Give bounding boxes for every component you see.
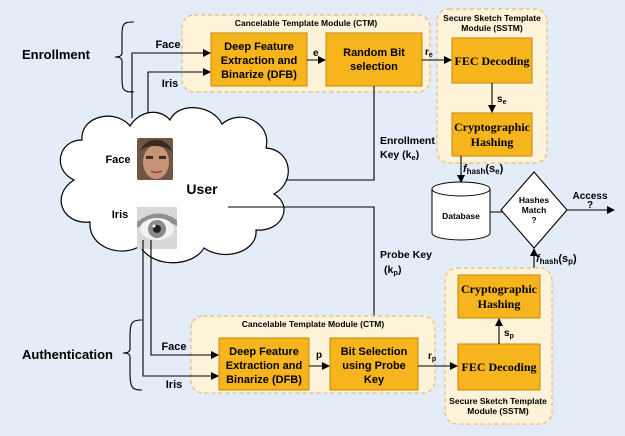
authentication-sstm-title-1: Secure Sketch Template <box>449 396 547 406</box>
hashes-match-line-3: ? <box>531 215 536 225</box>
enrollment-label: Enrollment <box>22 47 91 62</box>
fhash-sp-label: fhash(sp) <box>536 253 577 266</box>
bit-selection-line-2: using Probe <box>342 360 406 372</box>
e-label: e <box>313 48 319 59</box>
re-label: re <box>425 47 433 59</box>
authentication-dfb-block <box>218 337 310 391</box>
access-line-1: Access <box>572 191 607 202</box>
se-label: se <box>497 94 507 106</box>
hashes-match-line-2: Match <box>522 205 547 215</box>
arrow-enrollment-key <box>247 86 375 184</box>
authentication-iris-label: Iris <box>166 379 183 391</box>
arrow-enrollment-face <box>131 49 211 118</box>
rp-label: rp <box>428 351 436 363</box>
authentication-fec-decoding-block <box>457 343 541 391</box>
bit-selection-line-3: Key <box>364 374 385 386</box>
authentication-crypto-line-1: Cryptographic <box>461 282 538 296</box>
arrow-probe-key <box>228 206 378 338</box>
p-label: p <box>316 350 322 361</box>
authentication-crypto-line-2: Hashing <box>478 297 521 311</box>
probe-key-line-1: Probe Key <box>380 249 432 261</box>
authentication-sstm-title-2: Module (SSTM) <box>467 406 529 416</box>
enrollment-crypto-line-1: Cryptographic <box>454 120 531 134</box>
arrow-authentication-face <box>150 240 219 359</box>
enrollment-fec-decoding-block <box>451 37 533 84</box>
enrollment-face-label: Face <box>155 39 180 51</box>
authentication-fec-decoding-label: FEC Decoding <box>462 360 537 374</box>
enrollment-iris-label: Iris <box>162 78 179 90</box>
enrollment-dfb-line-1: Deep Feature <box>224 41 294 53</box>
authentication-dfb-line-1: Deep Feature <box>229 346 299 358</box>
enrollment-fec-decoding-label: FEC Decoding <box>455 54 530 68</box>
user-cloud <box>59 107 289 264</box>
enrollment-brace <box>114 21 135 93</box>
access-line-2: ? <box>587 200 593 211</box>
hashes-match-line-1: Hashes <box>519 195 550 205</box>
authentication-dfb-line-3: Binarize (DFB) <box>226 374 302 386</box>
database-cylinder <box>431 181 491 241</box>
authentication-brace <box>122 319 143 391</box>
authentication-ctm-title: Cancelable Template Module (CTM) <box>242 319 385 329</box>
enrollment-crypto-hashing-block <box>451 112 533 157</box>
enrollment-dfb-line-3: Binarize (DFB) <box>221 69 297 81</box>
user-iris-label: Iris <box>112 209 129 221</box>
authentication-dfb-line-2: Extraction and <box>226 360 302 372</box>
enrollment-key-line-2: Key (ke) <box>380 149 419 162</box>
user-label: User <box>186 181 218 197</box>
user-face-label: Face <box>105 154 130 166</box>
fhash-se-label: fhash(se) <box>463 163 504 176</box>
database-label: Database <box>442 211 480 221</box>
arrow-enrollment-iris <box>147 68 211 118</box>
iris-image <box>137 207 177 249</box>
enrollment-ctm-title: Cancelable Template Module (CTM) <box>235 18 378 28</box>
enrollment-dfb-line-2: Extraction and <box>221 55 297 67</box>
arrow-authentication-iris <box>142 240 219 380</box>
authentication-label: Authentication <box>22 347 113 362</box>
enrollment-crypto-line-2: Hashing <box>471 135 514 149</box>
enrollment-sstm-title-1: Secure Sketch Template <box>443 13 541 23</box>
sp-label: sp <box>504 328 514 340</box>
authentication-face-label: Face <box>161 341 186 353</box>
authentication-crypto-hashing-block <box>457 274 541 319</box>
random-bit-selection-block <box>325 32 423 87</box>
random-bit-selection-line-1: Random Bit <box>343 47 405 59</box>
random-bit-selection-line-2: selection <box>350 61 398 73</box>
enrollment-key-line-1: Enrollment <box>380 135 435 147</box>
probe-key-line-2: (kp) <box>384 264 401 277</box>
bit-selection-probe-key-block <box>329 337 419 391</box>
enrollment-sstm-title-2: Module (SSTM) <box>461 23 523 33</box>
bit-selection-line-1: Bit Selection <box>341 346 408 358</box>
face-image <box>137 138 173 180</box>
